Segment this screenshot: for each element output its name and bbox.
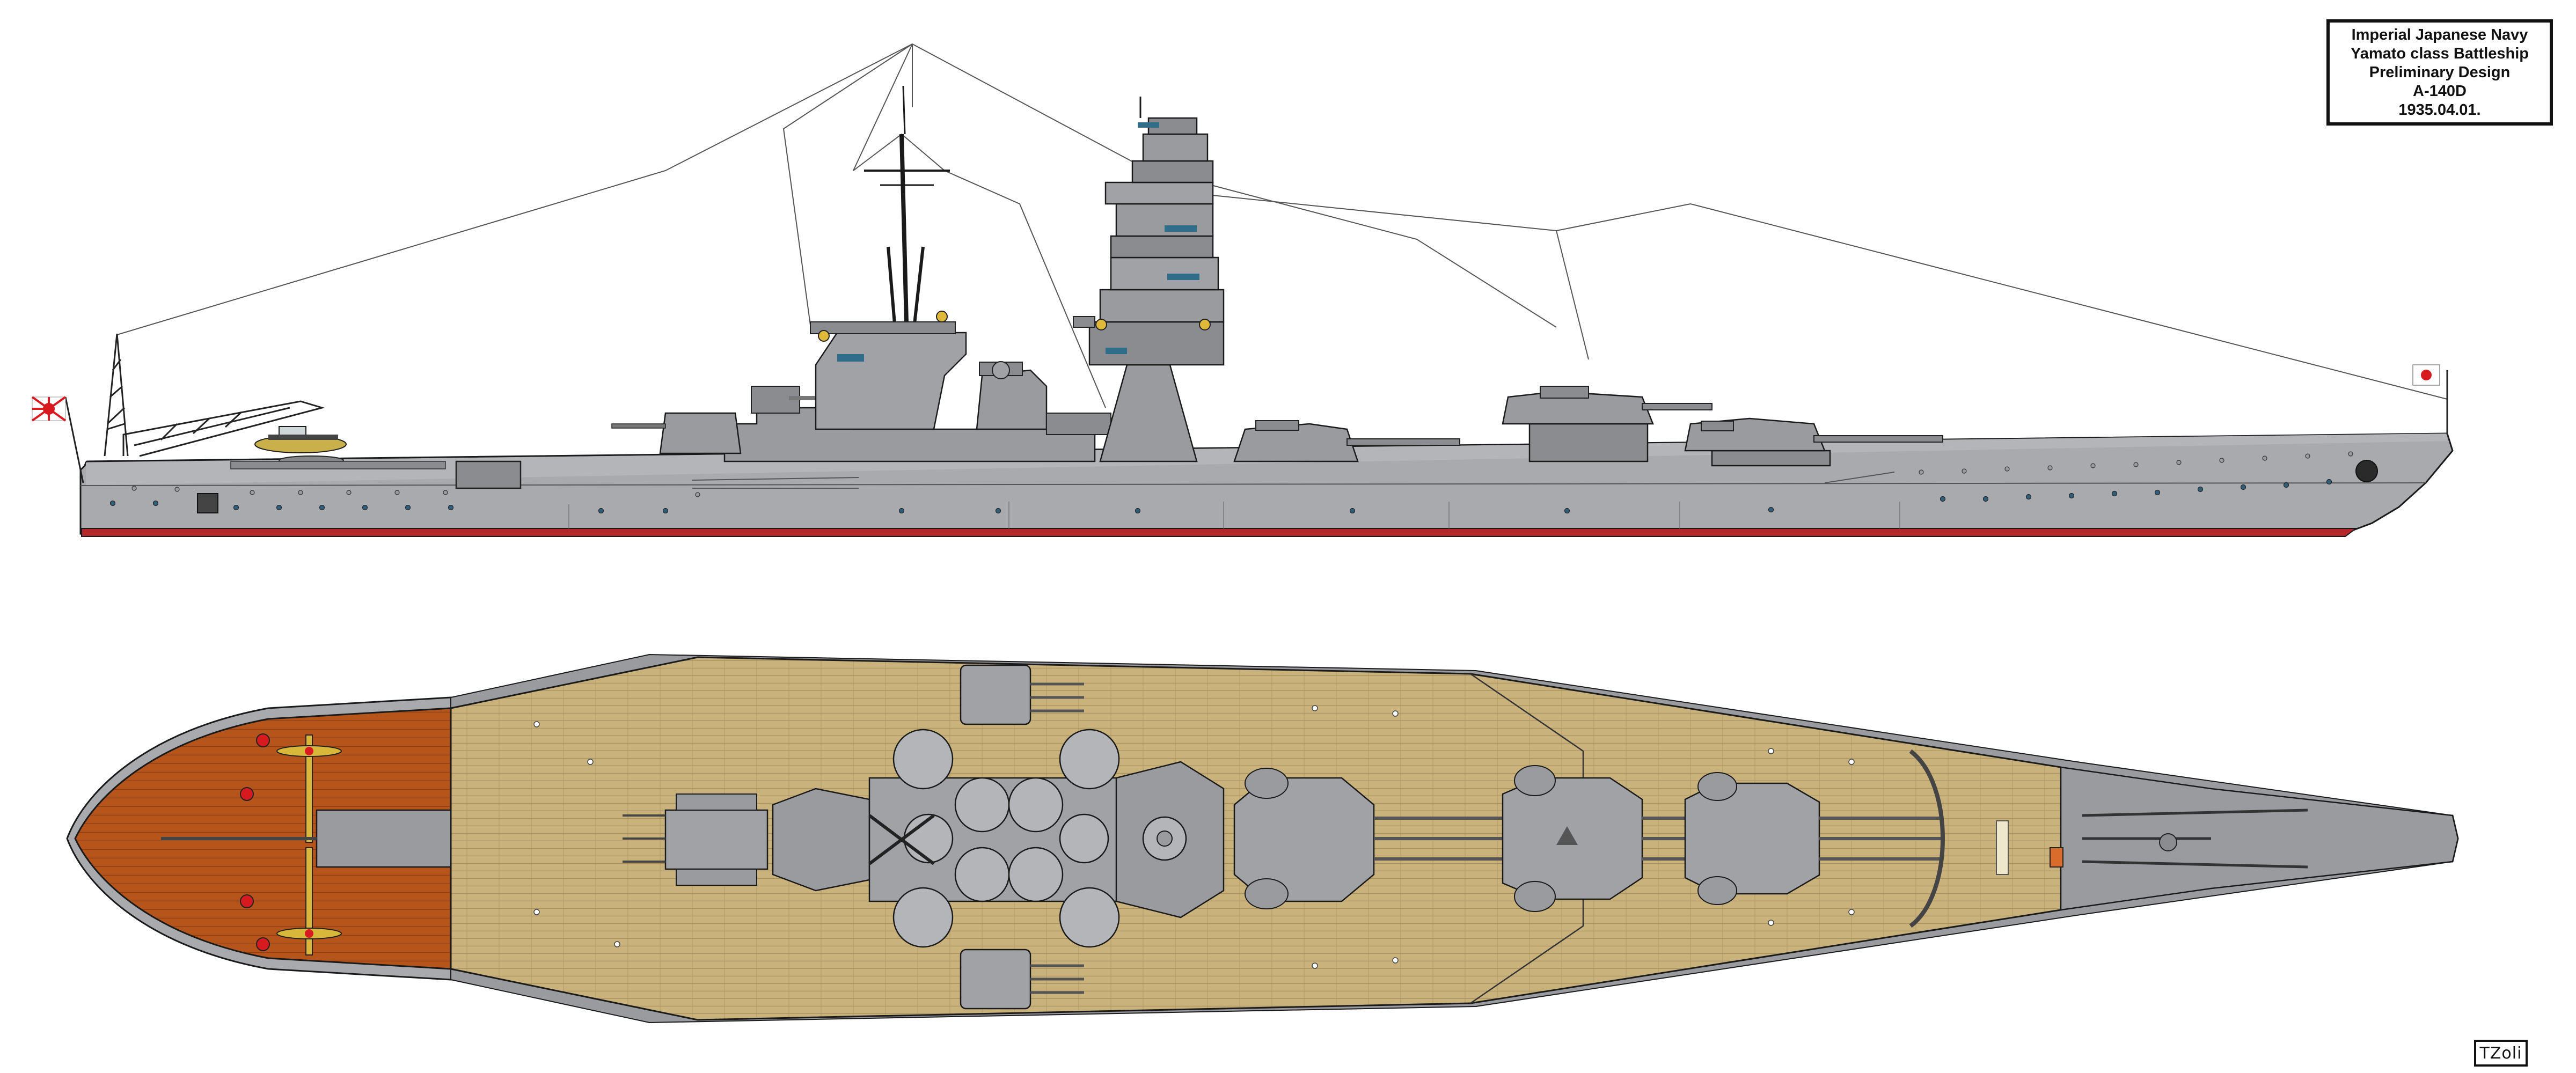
title-block: Imperial Japanese Navy Yamato class Batt… bbox=[2326, 19, 2553, 126]
anchor-chains bbox=[2082, 809, 2308, 869]
catapult-track bbox=[316, 809, 452, 868]
side-profile-view bbox=[31, 43, 2454, 537]
plan-main-turret-3 bbox=[1233, 768, 1375, 909]
aft-control-position bbox=[815, 332, 967, 430]
title-navy: Imperial Japanese Navy bbox=[2351, 26, 2528, 43]
artist-signature: TZoli bbox=[2474, 1040, 2528, 1067]
aircraft-crane bbox=[104, 333, 325, 457]
bow-crest-icon bbox=[2355, 460, 2378, 482]
main-turret-a-side bbox=[1684, 417, 1943, 467]
title-design-code: A-140D bbox=[2413, 82, 2467, 100]
rising-sun-flag-icon bbox=[31, 396, 67, 422]
boot-topping bbox=[81, 528, 2358, 537]
aft-secondary-turret bbox=[611, 386, 826, 454]
capstan-icon bbox=[2159, 833, 2177, 851]
aft-deckhouse bbox=[455, 460, 522, 489]
rigging-wires bbox=[116, 43, 2448, 408]
aa-gun-tubs bbox=[892, 729, 1120, 948]
deck-hinomaru-markings bbox=[240, 733, 270, 951]
main-turret-1-side bbox=[1502, 386, 1713, 462]
title-date: 1935.04.01. bbox=[2398, 101, 2481, 119]
plan-main-turret-1 bbox=[1684, 772, 1820, 905]
funnel-cap-cross bbox=[868, 814, 935, 865]
main-turret-2-side bbox=[1233, 420, 1460, 462]
title-design-stage: Preliminary Design bbox=[2369, 63, 2511, 81]
pagoda-tower bbox=[1073, 97, 1225, 462]
midship-secondary-turret bbox=[976, 361, 1048, 430]
plan-main-turret-2 bbox=[1502, 765, 1643, 912]
hull-plate-seams bbox=[568, 502, 1900, 528]
deck-fittings-dots bbox=[533, 705, 1855, 969]
floatplane-top-1 bbox=[276, 734, 342, 843]
signature-text: TZoli bbox=[2479, 1043, 2522, 1063]
stern-deck-fittings bbox=[230, 461, 446, 469]
aft-mast bbox=[864, 85, 950, 344]
plan-secondary-turrets bbox=[960, 664, 1031, 1010]
breakwater bbox=[1909, 749, 1945, 928]
hinomaru-jack-icon bbox=[2412, 364, 2440, 386]
title-ship-class: Yamato class Battleship bbox=[2350, 45, 2529, 62]
bow-foredeck bbox=[2060, 766, 2459, 911]
stern-emblem-icon bbox=[197, 493, 218, 513]
top-plan-view bbox=[66, 653, 2459, 1024]
floatplane-top-2 bbox=[276, 847, 342, 956]
